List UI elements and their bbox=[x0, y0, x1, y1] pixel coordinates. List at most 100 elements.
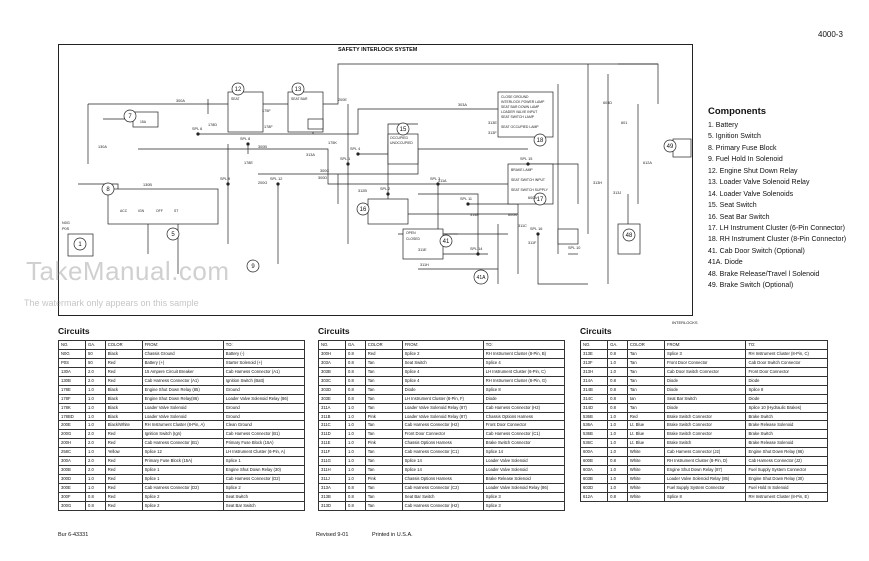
table-cell: Red bbox=[104, 375, 143, 386]
table-cell: Loader Valve Solenoid Relay (86) bbox=[482, 483, 566, 493]
wire-label: 311A bbox=[438, 179, 447, 183]
table-cell: Brake Switch Connector bbox=[663, 420, 747, 431]
table-cell: Splice 14 bbox=[401, 465, 484, 476]
table-cell: Seat Bar Switch bbox=[663, 393, 747, 404]
table-cell: 0.8 bbox=[607, 375, 628, 386]
wire-label: 311E bbox=[418, 248, 427, 252]
table-cell: 600B bbox=[579, 456, 609, 467]
table-cell: 1.0 bbox=[607, 438, 628, 449]
switch-label: CLOSED bbox=[406, 237, 420, 241]
table-cell: 1.0 bbox=[607, 465, 628, 476]
splice-label: SPL 16 bbox=[530, 227, 542, 231]
cluster-pin-label: LOADER VALVE INPUT bbox=[501, 110, 537, 114]
table-cell: Cab Harness Connector (C2) bbox=[401, 483, 484, 493]
wire-label: N0G bbox=[62, 221, 70, 225]
wire-label: 200E bbox=[338, 98, 347, 102]
table-cell: 313D bbox=[317, 500, 347, 511]
table-cell: 313H bbox=[579, 366, 609, 377]
watermark-brand: TakeManual.com bbox=[26, 256, 230, 286]
table-cell: Front Door Connector bbox=[745, 366, 828, 377]
component-item: 41A. Diode bbox=[708, 259, 743, 267]
table-cell: 300A bbox=[57, 456, 87, 467]
components-list: 1. Battery 5. Ignition Switch 8. Primary… bbox=[708, 121, 866, 293]
table-cell: Black bbox=[104, 348, 143, 359]
splice-label: SPL 1 bbox=[340, 157, 350, 161]
wire-label: 600B bbox=[508, 213, 517, 217]
table-cell: 603A bbox=[579, 465, 609, 476]
table-cell: Tan bbox=[626, 384, 665, 395]
table-cell: 0.8 bbox=[607, 456, 628, 467]
table-cell: Chassis Options Harness bbox=[401, 438, 484, 449]
component-item: 48. Brake Release/Travel l Solenoid bbox=[708, 270, 820, 278]
table-cell: Splice 10 (Hydraulic Brakes) bbox=[745, 402, 828, 413]
table-cell: 2.0 bbox=[85, 456, 106, 467]
table-cell: Tan bbox=[626, 402, 665, 413]
table-cell: 536B bbox=[579, 429, 609, 440]
revised-date: Revised 9-01 bbox=[316, 532, 349, 538]
printed-in: Printed in U.S.A. bbox=[372, 532, 413, 538]
table-cell: Seat Switch bbox=[222, 491, 306, 502]
table-cell: 603B bbox=[579, 474, 609, 484]
table-cell: 0.8 bbox=[607, 393, 628, 404]
table-cell: Black/White bbox=[104, 420, 143, 431]
table-cell: Red bbox=[104, 500, 143, 511]
column-header: COLOR bbox=[626, 340, 665, 350]
table-cell: Tan bbox=[364, 375, 403, 386]
table-cell: Black bbox=[104, 393, 143, 404]
table-cell: 2.0 bbox=[85, 375, 106, 386]
table-cell: Splice 8 bbox=[663, 491, 747, 502]
table-cell: 1.0 bbox=[607, 357, 628, 368]
component-item: 17. LH Instrument Cluster (6-Pin Connect… bbox=[708, 224, 845, 232]
table-cell: RH Instrument Cluster (8-Pin, D) bbox=[663, 456, 747, 467]
splice-label: SPL 9 bbox=[220, 177, 230, 181]
wire-label: 603D bbox=[603, 101, 612, 105]
table-cell: Splice 2 bbox=[401, 348, 484, 359]
callout-8: 8 bbox=[106, 187, 110, 193]
callout-1: 1 bbox=[78, 242, 82, 248]
table-cell: RH Instrument Cluster (8-Pin, B) bbox=[482, 348, 566, 359]
table-cell: Red bbox=[104, 438, 143, 449]
table-cell: Ground bbox=[222, 402, 306, 413]
table-cell: 314B bbox=[579, 384, 609, 395]
table-cell: Cab Harness Connector (J2) bbox=[745, 456, 828, 467]
table-cell: Chassis Ground bbox=[141, 348, 224, 359]
table-cell: 1.0 bbox=[85, 420, 106, 431]
table-cell: Battery (-) bbox=[222, 348, 306, 359]
ignition-label: IGN bbox=[138, 209, 145, 213]
table-cell: Loader Valve Solenoid Relay (85) bbox=[663, 474, 747, 484]
table-cell: 1.0 bbox=[345, 438, 366, 449]
table-cell: RH Instrument Cluster (8-Pin, C) bbox=[745, 348, 828, 359]
table-cell: 612A bbox=[579, 491, 609, 502]
table-cell: Red bbox=[104, 456, 143, 467]
table-cell: 178F bbox=[57, 393, 87, 404]
diagram-frame bbox=[58, 44, 693, 316]
table-cell: Pink bbox=[364, 474, 403, 484]
table-cell: Diode bbox=[745, 393, 828, 404]
wire-label: 130B bbox=[143, 183, 152, 187]
table-cell: 1.0 bbox=[85, 447, 106, 458]
table-cell: Splice 3 bbox=[482, 491, 566, 502]
table-cell: 1.0 bbox=[607, 411, 628, 422]
table-cell: Loader Valve Solenoid Relay (86) bbox=[222, 393, 306, 404]
wire-label: 313A bbox=[306, 153, 315, 157]
table-cell: Tan bbox=[364, 420, 403, 431]
table-cell: Tan bbox=[626, 357, 665, 368]
column-header: COLOR bbox=[364, 340, 403, 350]
fuse-label: 15A bbox=[140, 120, 147, 124]
table-cell: 200E bbox=[57, 420, 87, 431]
